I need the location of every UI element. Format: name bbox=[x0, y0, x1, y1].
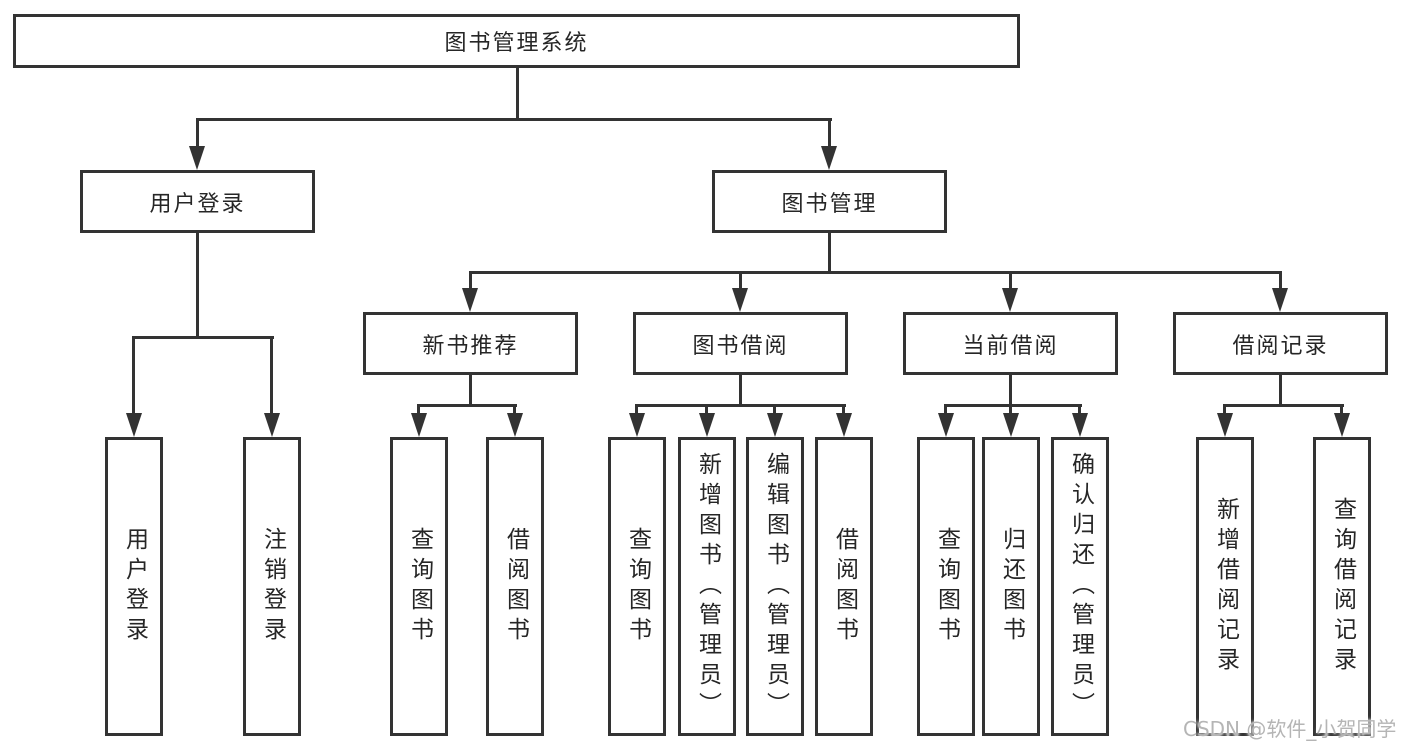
leaf-confirm-return-admin: 确认归还（管理员） bbox=[1051, 437, 1109, 736]
arrowhead bbox=[699, 413, 715, 437]
connector-line bbox=[1223, 404, 1226, 414]
node-label: 图书管理 bbox=[781, 191, 878, 217]
arrowhead bbox=[462, 288, 478, 312]
connector-line bbox=[469, 271, 1282, 274]
connector-line bbox=[196, 232, 199, 339]
leaf-label: 查询借阅记录 bbox=[1329, 496, 1356, 677]
connector-line bbox=[1009, 271, 1012, 291]
leaf-query-books-recommend: 查询图书 bbox=[390, 437, 448, 736]
arrowhead bbox=[1003, 413, 1019, 437]
connector-line bbox=[132, 336, 274, 339]
connector-line bbox=[1223, 404, 1344, 407]
leaf-edit-books-admin: 编辑图书（管理员） bbox=[746, 437, 804, 736]
node-label: 图书借阅 bbox=[692, 333, 789, 359]
leaf-label: 归还图书 bbox=[998, 526, 1025, 647]
connector-line bbox=[705, 404, 708, 414]
arrowhead bbox=[264, 413, 280, 437]
leaf-label: 新增图书（管理员） bbox=[694, 451, 721, 722]
leaf-query-borrow-record: 查询借阅记录 bbox=[1313, 437, 1371, 736]
arrowhead bbox=[732, 288, 748, 312]
connector-line bbox=[1009, 374, 1012, 407]
node-label: 图书管理系统 bbox=[444, 31, 589, 56]
connector-line bbox=[944, 404, 947, 414]
node-library-system: 图书管理系统 bbox=[13, 14, 1020, 68]
leaf-label: 查询图书 bbox=[406, 526, 433, 647]
leaf-label: 用户登录 bbox=[121, 526, 148, 647]
arrowhead bbox=[1002, 288, 1018, 312]
leaf-borrow-books: 借阅图书 bbox=[815, 437, 873, 736]
node-user-login: 用户登录 bbox=[80, 170, 315, 233]
connector-line bbox=[842, 404, 845, 414]
connector-line bbox=[739, 374, 742, 407]
leaf-add-books-admin: 新增图书（管理员） bbox=[678, 437, 736, 736]
node-new-book-recommend: 新书推荐 bbox=[363, 312, 578, 375]
connector-line bbox=[417, 404, 517, 407]
arrowhead bbox=[1334, 413, 1350, 437]
connector-line bbox=[828, 232, 831, 274]
connector-line bbox=[469, 374, 472, 407]
connector-line bbox=[1279, 271, 1282, 291]
connector-line bbox=[1279, 374, 1282, 407]
node-book-management: 图书管理 bbox=[712, 170, 947, 233]
connector-line bbox=[944, 404, 1082, 407]
leaf-label: 查询图书 bbox=[933, 526, 960, 647]
leaf-label: 编辑图书（管理员） bbox=[762, 451, 789, 722]
connector-line bbox=[469, 271, 472, 291]
arrowhead bbox=[629, 413, 645, 437]
leaf-label: 注销登录 bbox=[259, 526, 286, 647]
arrowhead bbox=[1072, 413, 1088, 437]
connector-line bbox=[516, 67, 519, 120]
connector-line bbox=[1340, 404, 1343, 414]
arrowhead bbox=[189, 146, 205, 170]
leaf-label: 借阅图书 bbox=[502, 526, 529, 647]
connector-line bbox=[196, 118, 832, 121]
leaf-logout: 注销登录 bbox=[243, 437, 301, 736]
connector-line bbox=[132, 336, 135, 416]
node-label: 当前借阅 bbox=[962, 333, 1059, 359]
leaf-label: 新增借阅记录 bbox=[1212, 496, 1239, 677]
arrowhead bbox=[821, 146, 837, 170]
node-label: 用户登录 bbox=[149, 191, 246, 217]
arrowhead bbox=[1217, 413, 1233, 437]
arrowhead bbox=[411, 413, 427, 437]
connector-line bbox=[739, 271, 742, 291]
leaf-query-books-current: 查询图书 bbox=[917, 437, 975, 736]
connector-line bbox=[828, 118, 831, 148]
arrowhead bbox=[126, 413, 142, 437]
leaf-label: 借阅图书 bbox=[831, 526, 858, 647]
leaf-add-borrow-record: 新增借阅记录 bbox=[1196, 437, 1254, 736]
connector-line bbox=[635, 404, 638, 414]
leaf-return-books: 归还图书 bbox=[982, 437, 1040, 736]
arrowhead bbox=[507, 413, 523, 437]
connector-line bbox=[773, 404, 776, 414]
leaf-query-books-borrowing: 查询图书 bbox=[608, 437, 666, 736]
arrowhead bbox=[1272, 288, 1288, 312]
connector-line bbox=[1078, 404, 1081, 414]
connector-line bbox=[417, 404, 420, 414]
leaf-user-login: 用户登录 bbox=[105, 437, 163, 736]
connector-line bbox=[270, 336, 273, 416]
leaf-borrow-books-recommend: 借阅图书 bbox=[486, 437, 544, 736]
node-current-borrowing: 当前借阅 bbox=[903, 312, 1118, 375]
node-borrow-records: 借阅记录 bbox=[1173, 312, 1388, 375]
connector-line bbox=[513, 404, 516, 414]
connector-line bbox=[196, 118, 199, 148]
node-label: 新书推荐 bbox=[422, 333, 519, 359]
connector-line bbox=[635, 404, 846, 407]
arrowhead bbox=[836, 413, 852, 437]
leaf-label: 确认归还（管理员） bbox=[1067, 451, 1094, 722]
node-book-borrowing: 图书借阅 bbox=[633, 312, 848, 375]
csdn-watermark: CSDN @软件_小贺同学 bbox=[1183, 717, 1397, 741]
node-label: 借阅记录 bbox=[1232, 333, 1329, 359]
leaf-label: 查询图书 bbox=[624, 526, 651, 647]
arrowhead bbox=[938, 413, 954, 437]
arrowhead bbox=[767, 413, 783, 437]
connector-line bbox=[1009, 404, 1012, 414]
